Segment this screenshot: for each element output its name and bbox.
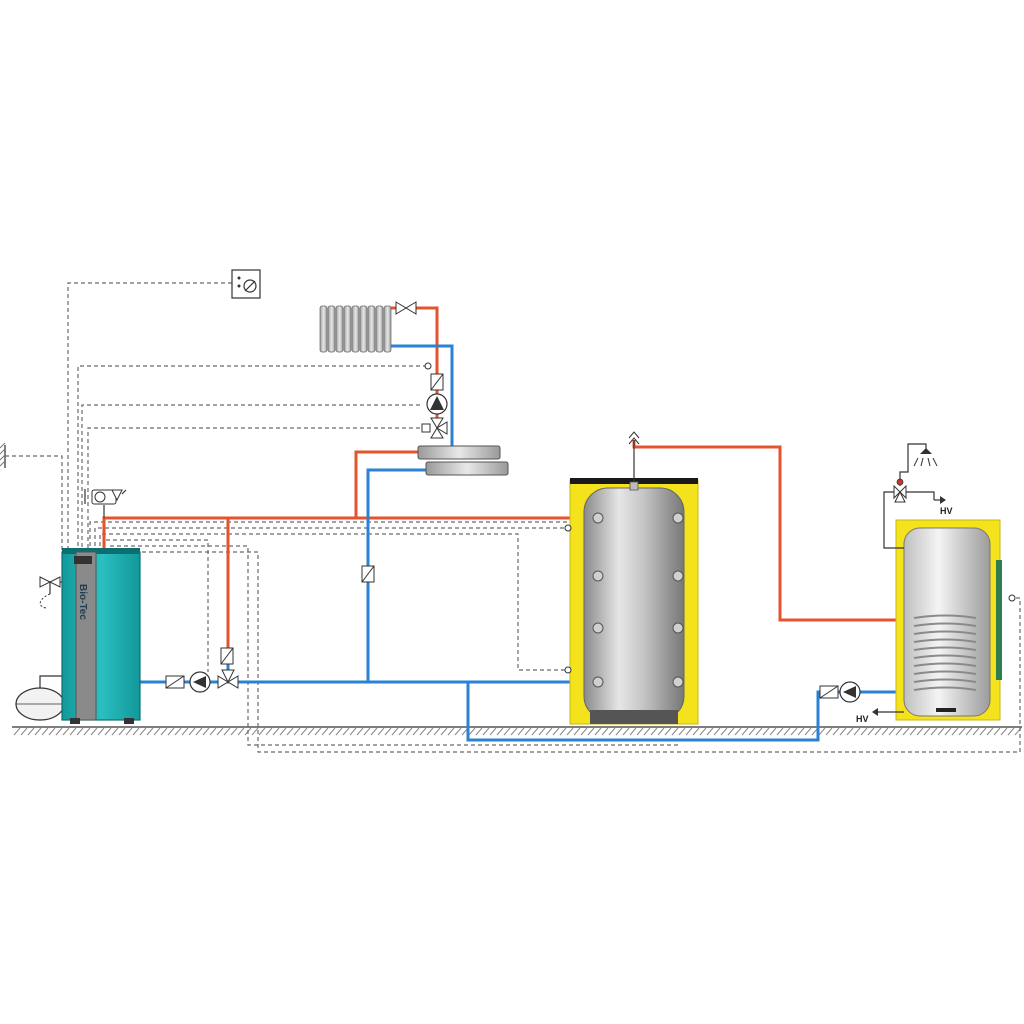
shower-icon bbox=[913, 448, 938, 467]
radiator-icon bbox=[319, 305, 392, 353]
return-pipes bbox=[138, 344, 902, 742]
non-return-valve-icon bbox=[361, 565, 375, 583]
air-vent-icon bbox=[628, 431, 640, 491]
dhw-inlet bbox=[872, 708, 904, 716]
temperature-sensor-icon bbox=[424, 362, 432, 370]
pump-icon bbox=[839, 681, 861, 703]
dhw-tank bbox=[895, 519, 1016, 721]
wall-mount bbox=[0, 442, 6, 468]
boiler-brand: Bio-Tec bbox=[77, 584, 88, 620]
mixing-valve-icon bbox=[421, 417, 448, 439]
flow-pipes bbox=[102, 306, 898, 648]
pump-icon bbox=[426, 393, 448, 415]
valve-icon bbox=[395, 301, 417, 315]
thermostat-icon bbox=[231, 269, 261, 299]
temperature-sensor-icon bbox=[564, 524, 572, 674]
pump-icon bbox=[189, 671, 211, 693]
mixing-valve-icon bbox=[893, 478, 907, 503]
boiler: Bio-Tec bbox=[61, 548, 141, 724]
ground-line bbox=[12, 726, 1022, 736]
distributor bbox=[417, 445, 509, 476]
dhw-outlet bbox=[883, 443, 946, 549]
mixing-valve-icon bbox=[217, 647, 239, 689]
control-wiring bbox=[5, 282, 1021, 753]
expansion-vessel-icon bbox=[15, 675, 65, 721]
hv-inlet-label: HV bbox=[856, 714, 869, 724]
non-return-valve-icon bbox=[430, 373, 444, 391]
buffer-tank bbox=[569, 478, 699, 725]
hv-outlet-label: HV bbox=[940, 506, 953, 516]
safety-group bbox=[84, 489, 127, 518]
non-return-valve-icon bbox=[165, 675, 185, 689]
non-return-valve-icon bbox=[819, 685, 839, 699]
valve-icon bbox=[39, 576, 64, 609]
